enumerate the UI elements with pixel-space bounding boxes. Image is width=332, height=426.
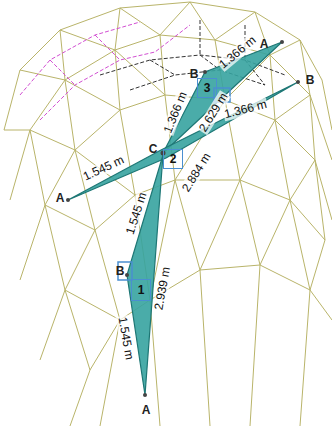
callout-number: 3 bbox=[204, 81, 211, 95]
vertex-letter: B bbox=[306, 74, 315, 87]
vertex-letter: A bbox=[142, 404, 151, 417]
vertex-letter: A bbox=[260, 38, 269, 51]
callout-number: 1 bbox=[138, 283, 145, 297]
callout-box: 3 bbox=[197, 78, 217, 98]
vertex-letter: C bbox=[149, 143, 158, 156]
dimension-label: 2.884 m bbox=[179, 149, 214, 194]
dimension-label: 1.545 m bbox=[116, 315, 137, 362]
vertex-letter: A bbox=[56, 192, 65, 205]
dimension-label: 1.545 m bbox=[81, 153, 128, 184]
callout-number: 2 bbox=[170, 152, 177, 166]
vertex-letter: B bbox=[190, 68, 199, 81]
vertex-letter: B bbox=[116, 265, 125, 278]
callout-box: 2 bbox=[163, 149, 183, 169]
callout-box: 1 bbox=[131, 279, 151, 301]
